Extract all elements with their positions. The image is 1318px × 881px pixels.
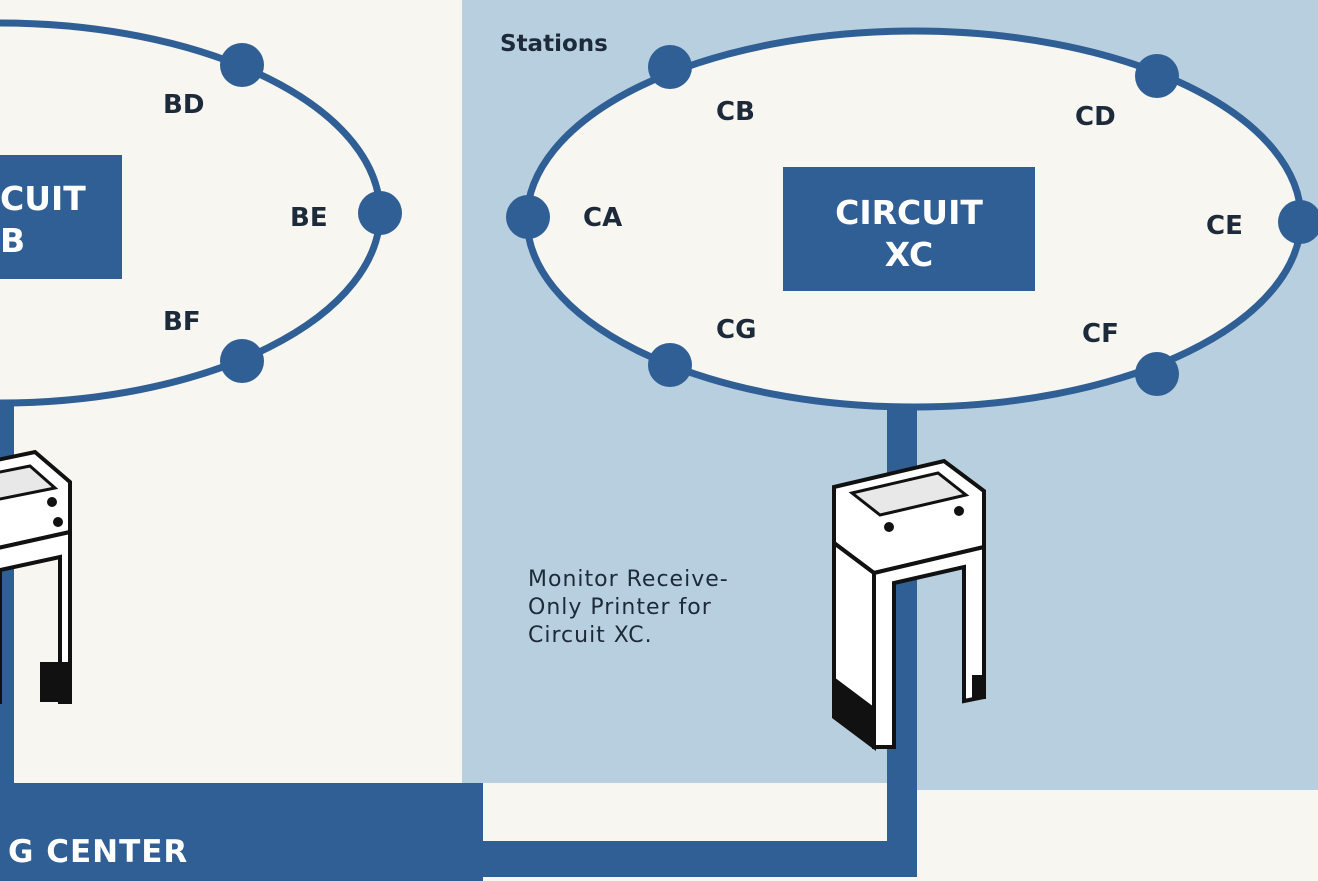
circuit-b-box-line2: B	[0, 221, 25, 260]
station-label-bd: BD	[163, 90, 204, 120]
station-label-cf: CF	[1082, 319, 1119, 349]
station-node-be[interactable]	[358, 191, 402, 235]
station-node-ca[interactable]	[506, 195, 550, 239]
station-label-cg: CG	[716, 315, 756, 345]
center-label: G CENTER	[8, 834, 188, 870]
printer-icon	[0, 449, 72, 704]
circuit-xc: CIRCUIT XC Stations CA CB CD CE CF CG	[500, 27, 1318, 877]
station-label-ce: CE	[1206, 211, 1243, 241]
printer-caption: Monitor Receive- Only Printer for Circui…	[528, 566, 788, 650]
station-node-cg[interactable]	[648, 343, 692, 387]
circuit-b-box-line1: CUIT	[0, 179, 86, 218]
center-bar	[0, 783, 483, 881]
circuit-b-box	[0, 155, 122, 279]
circuit-xc-box	[783, 167, 1035, 291]
station-label-bf: BF	[163, 307, 201, 337]
station-node-cd[interactable]	[1135, 54, 1179, 98]
station-label-cb: CB	[716, 97, 755, 127]
circuit-xc-box-line1: CIRCUIT	[835, 193, 983, 232]
circuit-xc-box-line2: XC	[885, 235, 934, 274]
station-label-ca: CA	[583, 203, 622, 233]
stations-heading: Stations	[500, 31, 608, 57]
printer-caption-line2: Only Printer for	[528, 595, 712, 620]
station-node-bf[interactable]	[220, 339, 264, 383]
station-label-cd: CD	[1075, 102, 1116, 132]
station-node-ce[interactable]	[1278, 200, 1318, 244]
white-strip	[483, 783, 913, 841]
station-node-cb[interactable]	[648, 45, 692, 89]
printer-icon	[832, 458, 986, 751]
center-bar-extension	[483, 841, 917, 877]
printer-caption-line3: Circuit XC.	[528, 623, 653, 648]
station-node-cf[interactable]	[1135, 352, 1179, 396]
station-label-be: BE	[290, 203, 328, 233]
station-node-bd[interactable]	[220, 43, 264, 87]
printer-caption-line1: Monitor Receive-	[528, 567, 729, 592]
